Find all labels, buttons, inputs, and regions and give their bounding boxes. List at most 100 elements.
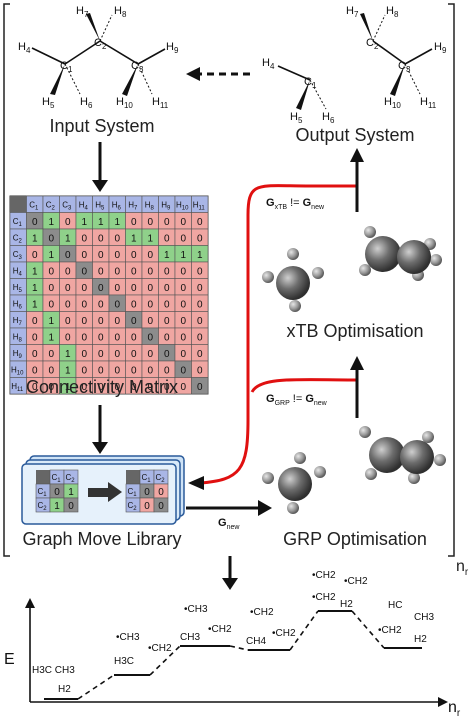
matrix-cell-value: 0 xyxy=(65,316,71,327)
energy-profile xyxy=(25,598,448,707)
g-new-label: Gnew xyxy=(218,517,240,531)
matrix-cell-value: 0 xyxy=(98,366,104,377)
return-arrow-head xyxy=(186,67,200,81)
atom-label: C2 xyxy=(366,37,379,51)
matrix-cell-value: 0 xyxy=(180,217,186,228)
matrix-cell-value: 0 xyxy=(98,234,104,245)
atom-label: H6 xyxy=(80,96,93,110)
species-label: •CH2 xyxy=(378,625,402,636)
matrix-row-header: C3 xyxy=(13,250,23,261)
matrix-cell-value: 1 xyxy=(164,250,170,261)
matrix-cell-value: 0 xyxy=(197,234,203,245)
species-label: HC xyxy=(388,600,402,611)
matrix-row-header: H4 xyxy=(13,267,23,278)
input-system-label: Input System xyxy=(49,116,154,136)
matrix-cell-value: 0 xyxy=(81,283,87,294)
matrix-row-header: H8 xyxy=(13,333,23,344)
matrix-cell-value: 0 xyxy=(131,382,137,393)
matrix-col-header: H9 xyxy=(161,201,171,212)
matrix-cell-value: 1 xyxy=(48,316,54,327)
atom-label: C3 xyxy=(398,60,411,74)
matrix-cell-value: 1 xyxy=(32,234,38,245)
matrix-cell-value: 0 xyxy=(180,349,186,360)
atom-label: H4 xyxy=(262,57,275,71)
species-label: CH4 xyxy=(246,636,266,647)
grp-methyl-molecule xyxy=(262,452,326,514)
matrix-cell-value: 0 xyxy=(147,267,153,278)
matrix-cell-value: 0 xyxy=(32,316,38,327)
matrix-cell-value: 0 xyxy=(180,234,186,245)
matrix-cell-value: 0 xyxy=(98,349,104,360)
move-row-header: C2 xyxy=(37,501,47,512)
matrix-cell-value: 0 xyxy=(81,267,87,278)
matrix-cell-value: 0 xyxy=(48,349,54,360)
matrix-row-header: H11 xyxy=(11,382,24,393)
matrix-cell-value: 0 xyxy=(81,366,87,377)
matrix-cell-value: 0 xyxy=(65,333,71,344)
matrix-cell-value: 0 xyxy=(131,300,137,311)
move-cell-value: 1 xyxy=(68,487,74,498)
species-label: •CH3 xyxy=(116,632,140,643)
matrix-corner xyxy=(10,196,27,213)
matrix-cell-value: 0 xyxy=(48,382,54,393)
feedback-loop-grp xyxy=(250,378,358,393)
matrix-col-header: C3 xyxy=(62,201,72,212)
matrix-cell-value: 0 xyxy=(197,382,203,393)
matrix-cell-value: 0 xyxy=(98,283,104,294)
matrix-cell-value: 1 xyxy=(180,250,186,261)
atom-label: H11 xyxy=(420,96,437,110)
matrix-cell-value: 0 xyxy=(32,250,38,261)
atom-label: H7 xyxy=(76,5,89,19)
matrix-cell-value: 0 xyxy=(131,349,137,360)
move-cell-value: 0 xyxy=(144,487,150,498)
species-label: CH3 xyxy=(180,632,200,643)
matrix-cell-value: 0 xyxy=(65,217,71,228)
feedback-arrow-head xyxy=(188,476,204,490)
atom-label: H5 xyxy=(290,111,303,125)
move-row-header: C1 xyxy=(127,487,137,498)
cycle-bracket xyxy=(3,3,455,557)
matrix-cell-value: 1 xyxy=(48,250,54,261)
matrix-cell xyxy=(191,377,209,395)
matrix-cell-value: 0 xyxy=(81,250,87,261)
matrix-cell-value: 0 xyxy=(65,300,71,311)
atom-label: C1 xyxy=(60,60,73,74)
matrix-cell-value: 0 xyxy=(48,300,54,311)
matrix-cell-value: 0 xyxy=(147,349,153,360)
matrix-cell-value: 0 xyxy=(147,300,153,311)
x-axis-label: nr xyxy=(448,699,461,718)
move-cell-value: 0 xyxy=(158,501,164,512)
matrix-cell-value: 0 xyxy=(131,250,137,261)
matrix-cell-value: 0 xyxy=(81,300,87,311)
atom-label: H5 xyxy=(42,96,55,110)
atom-label: H9 xyxy=(434,41,447,55)
grp-ethylene-molecule xyxy=(359,426,446,484)
matrix-cell-value: 1 xyxy=(65,349,71,360)
matrix-cell-value: 1 xyxy=(98,217,104,228)
matrix-row-header: H10 xyxy=(11,366,24,377)
matrix-cell-value: 0 xyxy=(48,366,54,377)
atom-label: H6 xyxy=(322,111,335,125)
profile-species: H3C CH3 H2 •CH3 H3C •CH2 •CH3 •CH2 CH3 •… xyxy=(32,570,434,695)
matrix-cell-value: 1 xyxy=(114,217,120,228)
matrix-cell-value: 0 xyxy=(180,366,186,377)
connectivity-matrix-label: Connectivity Matrix xyxy=(26,377,178,397)
matrix-cell-value: 0 xyxy=(180,382,186,393)
matrix-cell-value: 0 xyxy=(164,267,170,278)
matrix-cell-value: 0 xyxy=(114,333,120,344)
move-row-header: C2 xyxy=(127,501,137,512)
xtb-condition-label: GxTB != Gnew xyxy=(266,197,325,211)
matrix-cell-value: 0 xyxy=(131,217,137,228)
move-col-header: C2 xyxy=(65,473,75,484)
matrix-col-header: H5 xyxy=(95,201,105,212)
matrix-cell-value: 0 xyxy=(81,316,87,327)
matrix-cell-value: 0 xyxy=(147,250,153,261)
matrix-cell-value: 0 xyxy=(98,316,104,327)
matrix-cell-value: 0 xyxy=(65,267,71,278)
matrix-cell-value: 0 xyxy=(48,234,54,245)
matrix-cell-value: 0 xyxy=(164,366,170,377)
matrix-cell-value: 0 xyxy=(98,250,104,261)
matrix-cell-value: 0 xyxy=(114,283,120,294)
matrix-row-header: H5 xyxy=(13,283,23,294)
